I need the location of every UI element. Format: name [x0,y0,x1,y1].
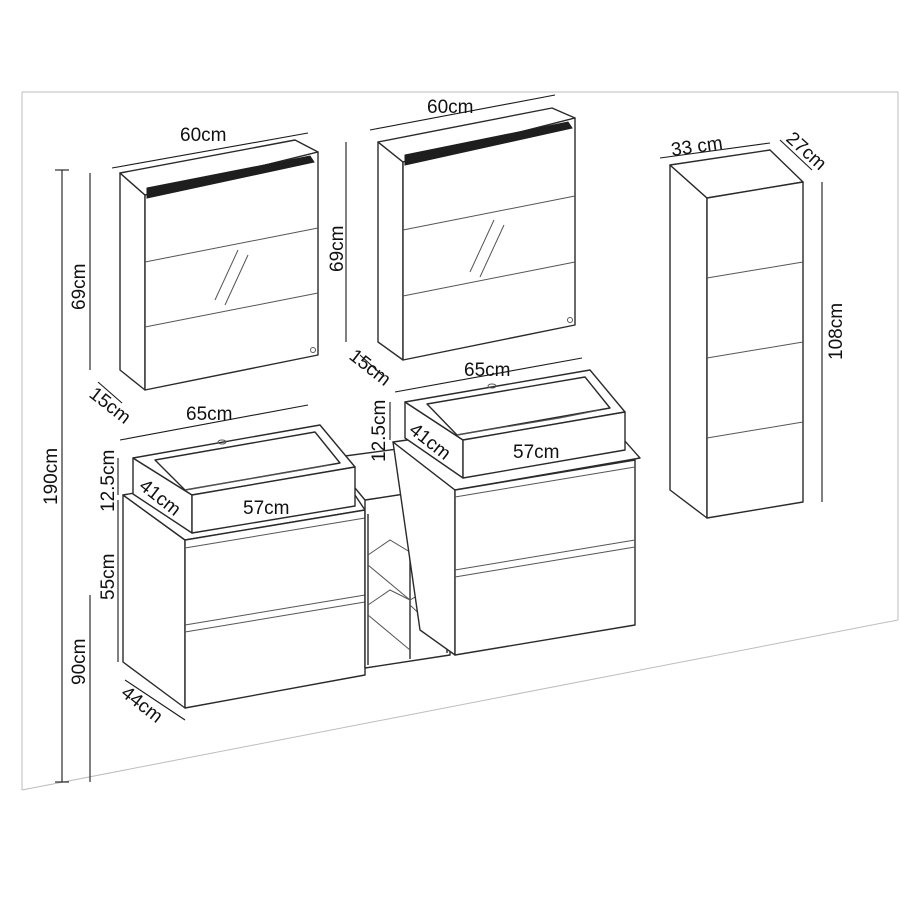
basin-right [404,369,626,479]
wall-outline [21,91,899,791]
label-height-basin-left: 12.5cm [98,450,119,512]
label-height-mirror-left: 69cm [69,264,90,310]
dimension-lines [55,94,823,783]
label-width-basin-left: 65cm [186,404,232,425]
label-width-basin-right: 65cm [464,360,510,381]
label-inner-basin-right: 57cm [513,442,559,463]
label-depth-mirror-left: 15cm [85,383,135,428]
label-height-tall: 108cm [826,303,847,360]
label-depth-mirror-right: 15cm [345,345,395,390]
label-height-basin-right: 12.5cm [369,400,390,462]
label-height-floor: 90cm [69,639,90,685]
label-height-total: 190cm [41,448,62,505]
label-height-mirror-right: 69cm [327,226,348,272]
label-inner-basin-left: 57cm [243,498,289,519]
basin-left [132,424,356,534]
label-width-mirror-left: 60cm [180,125,226,146]
label-width-tall: 33 cm [670,133,724,161]
label-height-cabinet: 55cm [98,554,119,600]
tall-cabinet [669,149,804,519]
label-width-mirror-right: 60cm [427,97,473,118]
mirror-cabinet-left [119,139,319,391]
mirror-cabinet-right [377,107,576,361]
